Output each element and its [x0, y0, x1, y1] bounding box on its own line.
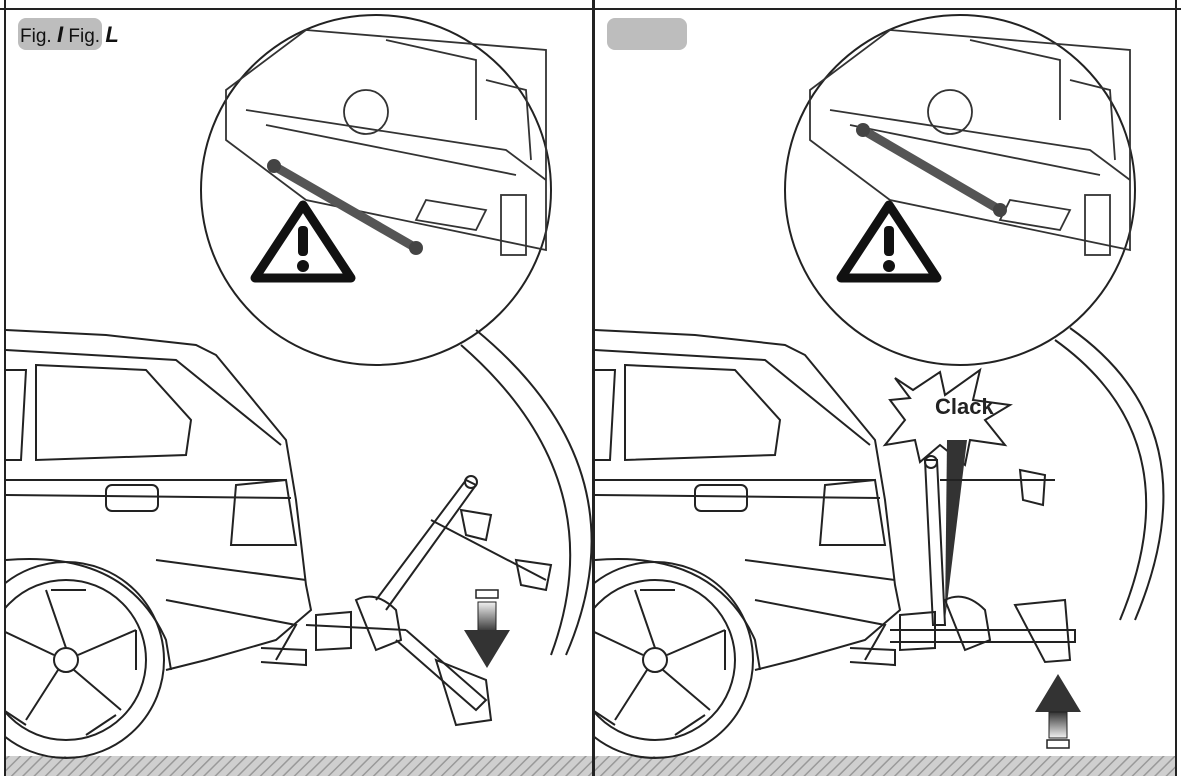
clack-label: Clack	[935, 394, 994, 419]
figure-badge-right	[607, 18, 687, 50]
wheel	[595, 561, 754, 759]
figure-prefix-2: Fig.	[68, 26, 101, 47]
down-arrow-icon	[464, 589, 510, 668]
ground	[6, 756, 592, 776]
locking-bar	[267, 159, 423, 255]
figure-prefix: Fig.	[20, 26, 52, 47]
figure-caption: Fig. I Fig. L	[20, 22, 119, 48]
top-border	[0, 0, 1181, 10]
warning-triangle-icon	[250, 200, 356, 283]
car	[595, 329, 902, 671]
figure-letter-2: L	[105, 22, 119, 47]
bike-carrier-tilted	[305, 475, 553, 727]
panel-fig-l: Clack	[593, 0, 1177, 776]
figure-letter: I	[56, 22, 64, 47]
panel-fig-i: Fig. I Fig. L	[4, 0, 594, 776]
up-arrow-icon	[1035, 674, 1081, 749]
car	[6, 329, 313, 671]
hitch-detail	[809, 29, 1131, 256]
detail-magnifier	[200, 14, 592, 656]
locking-bar	[856, 123, 1007, 217]
clack-burst	[882, 367, 1013, 620]
illustration-left	[6, 14, 592, 776]
ground	[595, 756, 1175, 776]
detail-magnifier	[784, 14, 1165, 621]
figure-badge	[18, 18, 102, 50]
illustration-right	[595, 14, 1175, 776]
hitch-detail	[225, 29, 547, 256]
bike-carrier-upright	[890, 455, 1076, 664]
wheel	[6, 561, 165, 759]
warning-triangle-icon	[836, 200, 942, 283]
